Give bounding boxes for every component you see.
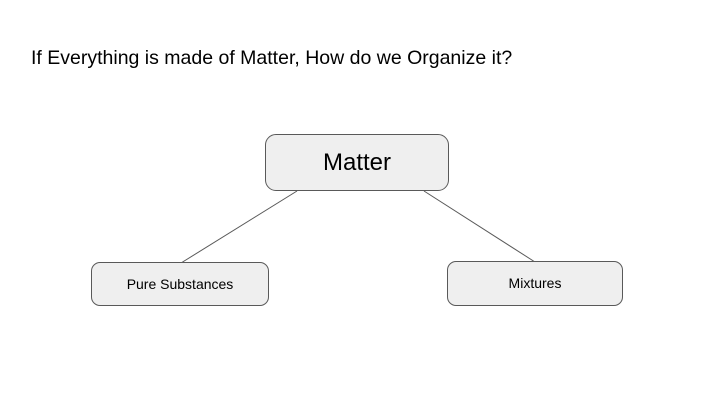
connector-matter-to-pure-substances — [180, 190, 298, 264]
node-pure-substances-label: Pure Substances — [126, 275, 234, 292]
node-mixtures-label: Mixtures — [508, 275, 562, 291]
node-matter[interactable]: Matter — [265, 134, 449, 191]
connector-matter-to-mixtures — [423, 190, 536, 263]
page-title: If Everything is made of Matter, How do … — [31, 47, 513, 69]
node-pure-substances[interactable]: Pure Substances — [91, 262, 269, 306]
node-mixtures[interactable]: Mixtures — [447, 261, 623, 306]
node-matter-label: Matter — [322, 148, 391, 176]
